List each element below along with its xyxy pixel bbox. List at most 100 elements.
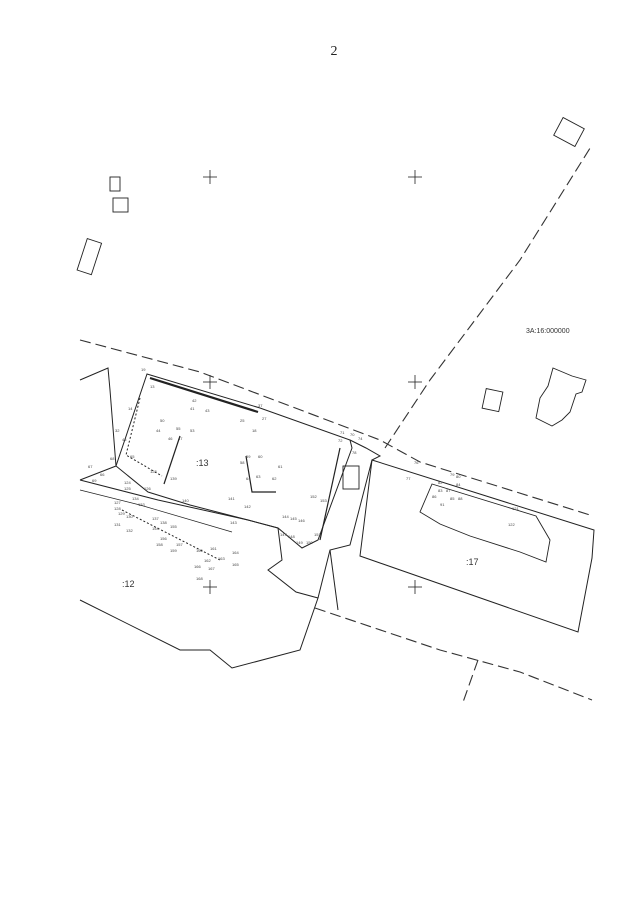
point-label: 71 bbox=[340, 430, 345, 435]
point-label: 166 bbox=[194, 564, 201, 569]
grid-cross bbox=[203, 170, 217, 184]
point-label: 157 bbox=[176, 542, 183, 547]
point-label: 143 bbox=[230, 520, 237, 525]
building bbox=[112, 197, 129, 213]
parcel-label-12: :12 bbox=[122, 579, 135, 589]
grid-cross bbox=[408, 375, 422, 389]
point-label: 86 bbox=[432, 494, 437, 499]
point-label: 50 bbox=[160, 418, 165, 423]
point-label: 47 bbox=[178, 436, 183, 441]
boundary-upper bbox=[79, 339, 591, 516]
point-label: 58 bbox=[240, 460, 245, 465]
point-label: 27 bbox=[262, 416, 267, 421]
parcel-label-17: :17 bbox=[466, 557, 479, 567]
point-label: 46 bbox=[168, 436, 173, 441]
point-label: 14 bbox=[128, 406, 133, 411]
point-label: 79 bbox=[450, 472, 455, 477]
point-label: 88 bbox=[458, 496, 463, 501]
point-label: 78 bbox=[352, 450, 357, 455]
point-label: 159 bbox=[170, 548, 177, 553]
point-label: 152 bbox=[310, 494, 317, 499]
point-label: 121 bbox=[512, 506, 519, 511]
point-label: 87 bbox=[446, 488, 451, 493]
quarter-boundaries bbox=[79, 144, 593, 706]
point-labels: 19 13 14 42 41 43 37 27 25 18 32 50 55 5… bbox=[88, 367, 519, 581]
point-label: 127 bbox=[114, 500, 121, 505]
point-label: 62 bbox=[272, 476, 277, 481]
grid-cross bbox=[408, 580, 422, 594]
point-label: 59 bbox=[246, 454, 251, 459]
page-number: 2 bbox=[330, 44, 338, 59]
point-label: 141 bbox=[228, 496, 235, 501]
point-label: 13 bbox=[150, 384, 155, 389]
grid-cross bbox=[408, 170, 422, 184]
point-label: 85 bbox=[450, 496, 455, 501]
point-label: 129 bbox=[118, 511, 125, 516]
point-label: 123 bbox=[150, 469, 157, 474]
point-label: 162 bbox=[204, 558, 211, 563]
point-label: 154 bbox=[152, 526, 159, 531]
point-label: 70 bbox=[350, 432, 355, 437]
point-label: 156 bbox=[160, 536, 167, 541]
building bbox=[553, 116, 585, 148]
point-label: 77 bbox=[406, 476, 411, 481]
grid-crosses bbox=[203, 170, 422, 594]
point-label: 164 bbox=[232, 550, 239, 555]
point-label: 60 bbox=[258, 454, 263, 459]
point-label: 148 bbox=[288, 534, 295, 539]
point-label: 158 bbox=[156, 542, 163, 547]
point-label: 128 bbox=[114, 506, 121, 511]
point-label: 139 bbox=[170, 476, 177, 481]
point-label: 147 bbox=[280, 532, 287, 537]
point-label: 42 bbox=[192, 398, 197, 403]
point-label: 161 bbox=[210, 546, 217, 551]
point-label: 150 bbox=[306, 540, 313, 545]
point-label: 72 bbox=[338, 438, 343, 443]
point-label: 44 bbox=[156, 428, 161, 433]
point-label: 144 bbox=[282, 514, 289, 519]
point-label: 18 bbox=[252, 428, 257, 433]
grid-cross bbox=[203, 375, 217, 389]
point-label: 167 bbox=[208, 566, 215, 571]
boundary-lower bbox=[314, 607, 593, 701]
point-label: 80 bbox=[456, 474, 461, 479]
point-label: 125 bbox=[124, 486, 131, 491]
point-label: 142 bbox=[244, 504, 251, 509]
point-label: 149 bbox=[296, 540, 303, 545]
point-label: 155 bbox=[170, 524, 177, 529]
parcel-17 bbox=[359, 459, 595, 633]
point-label: 32 bbox=[115, 428, 120, 433]
point-label: 91 bbox=[440, 502, 445, 507]
building bbox=[419, 483, 551, 563]
road-lines bbox=[317, 439, 382, 611]
building bbox=[342, 465, 360, 490]
point-label: 165 bbox=[232, 562, 239, 567]
point-label: 134 bbox=[132, 496, 139, 501]
point-label: 76 bbox=[414, 460, 419, 465]
point-label: 69 bbox=[92, 478, 97, 483]
point-label: 132 bbox=[126, 528, 133, 533]
point-label: 130 bbox=[126, 514, 133, 519]
point-label: 61 bbox=[278, 464, 283, 469]
point-label: 74 bbox=[358, 436, 363, 441]
point-label: 137 bbox=[152, 516, 159, 521]
point-label: 19 bbox=[141, 367, 146, 372]
point-label: 83 bbox=[438, 488, 443, 493]
point-label: 163 bbox=[218, 556, 225, 561]
point-label: 124 bbox=[124, 480, 131, 485]
point-label: 66 bbox=[100, 472, 105, 477]
point-label: 45 bbox=[122, 437, 127, 442]
point-label: 25 bbox=[240, 418, 245, 423]
quarter-number-label: 3А:16:000000 bbox=[526, 328, 570, 335]
point-label: 67 bbox=[88, 464, 93, 469]
point-label: 151 bbox=[314, 532, 321, 537]
point-label: 153 bbox=[320, 498, 327, 503]
grid-cross bbox=[203, 580, 217, 594]
point-label: 68 bbox=[110, 456, 115, 461]
point-label: 146 bbox=[298, 518, 305, 523]
parcel-13 bbox=[115, 373, 353, 549]
point-label: 122 bbox=[508, 522, 515, 527]
point-label: 160 bbox=[196, 548, 203, 553]
building bbox=[76, 238, 103, 276]
